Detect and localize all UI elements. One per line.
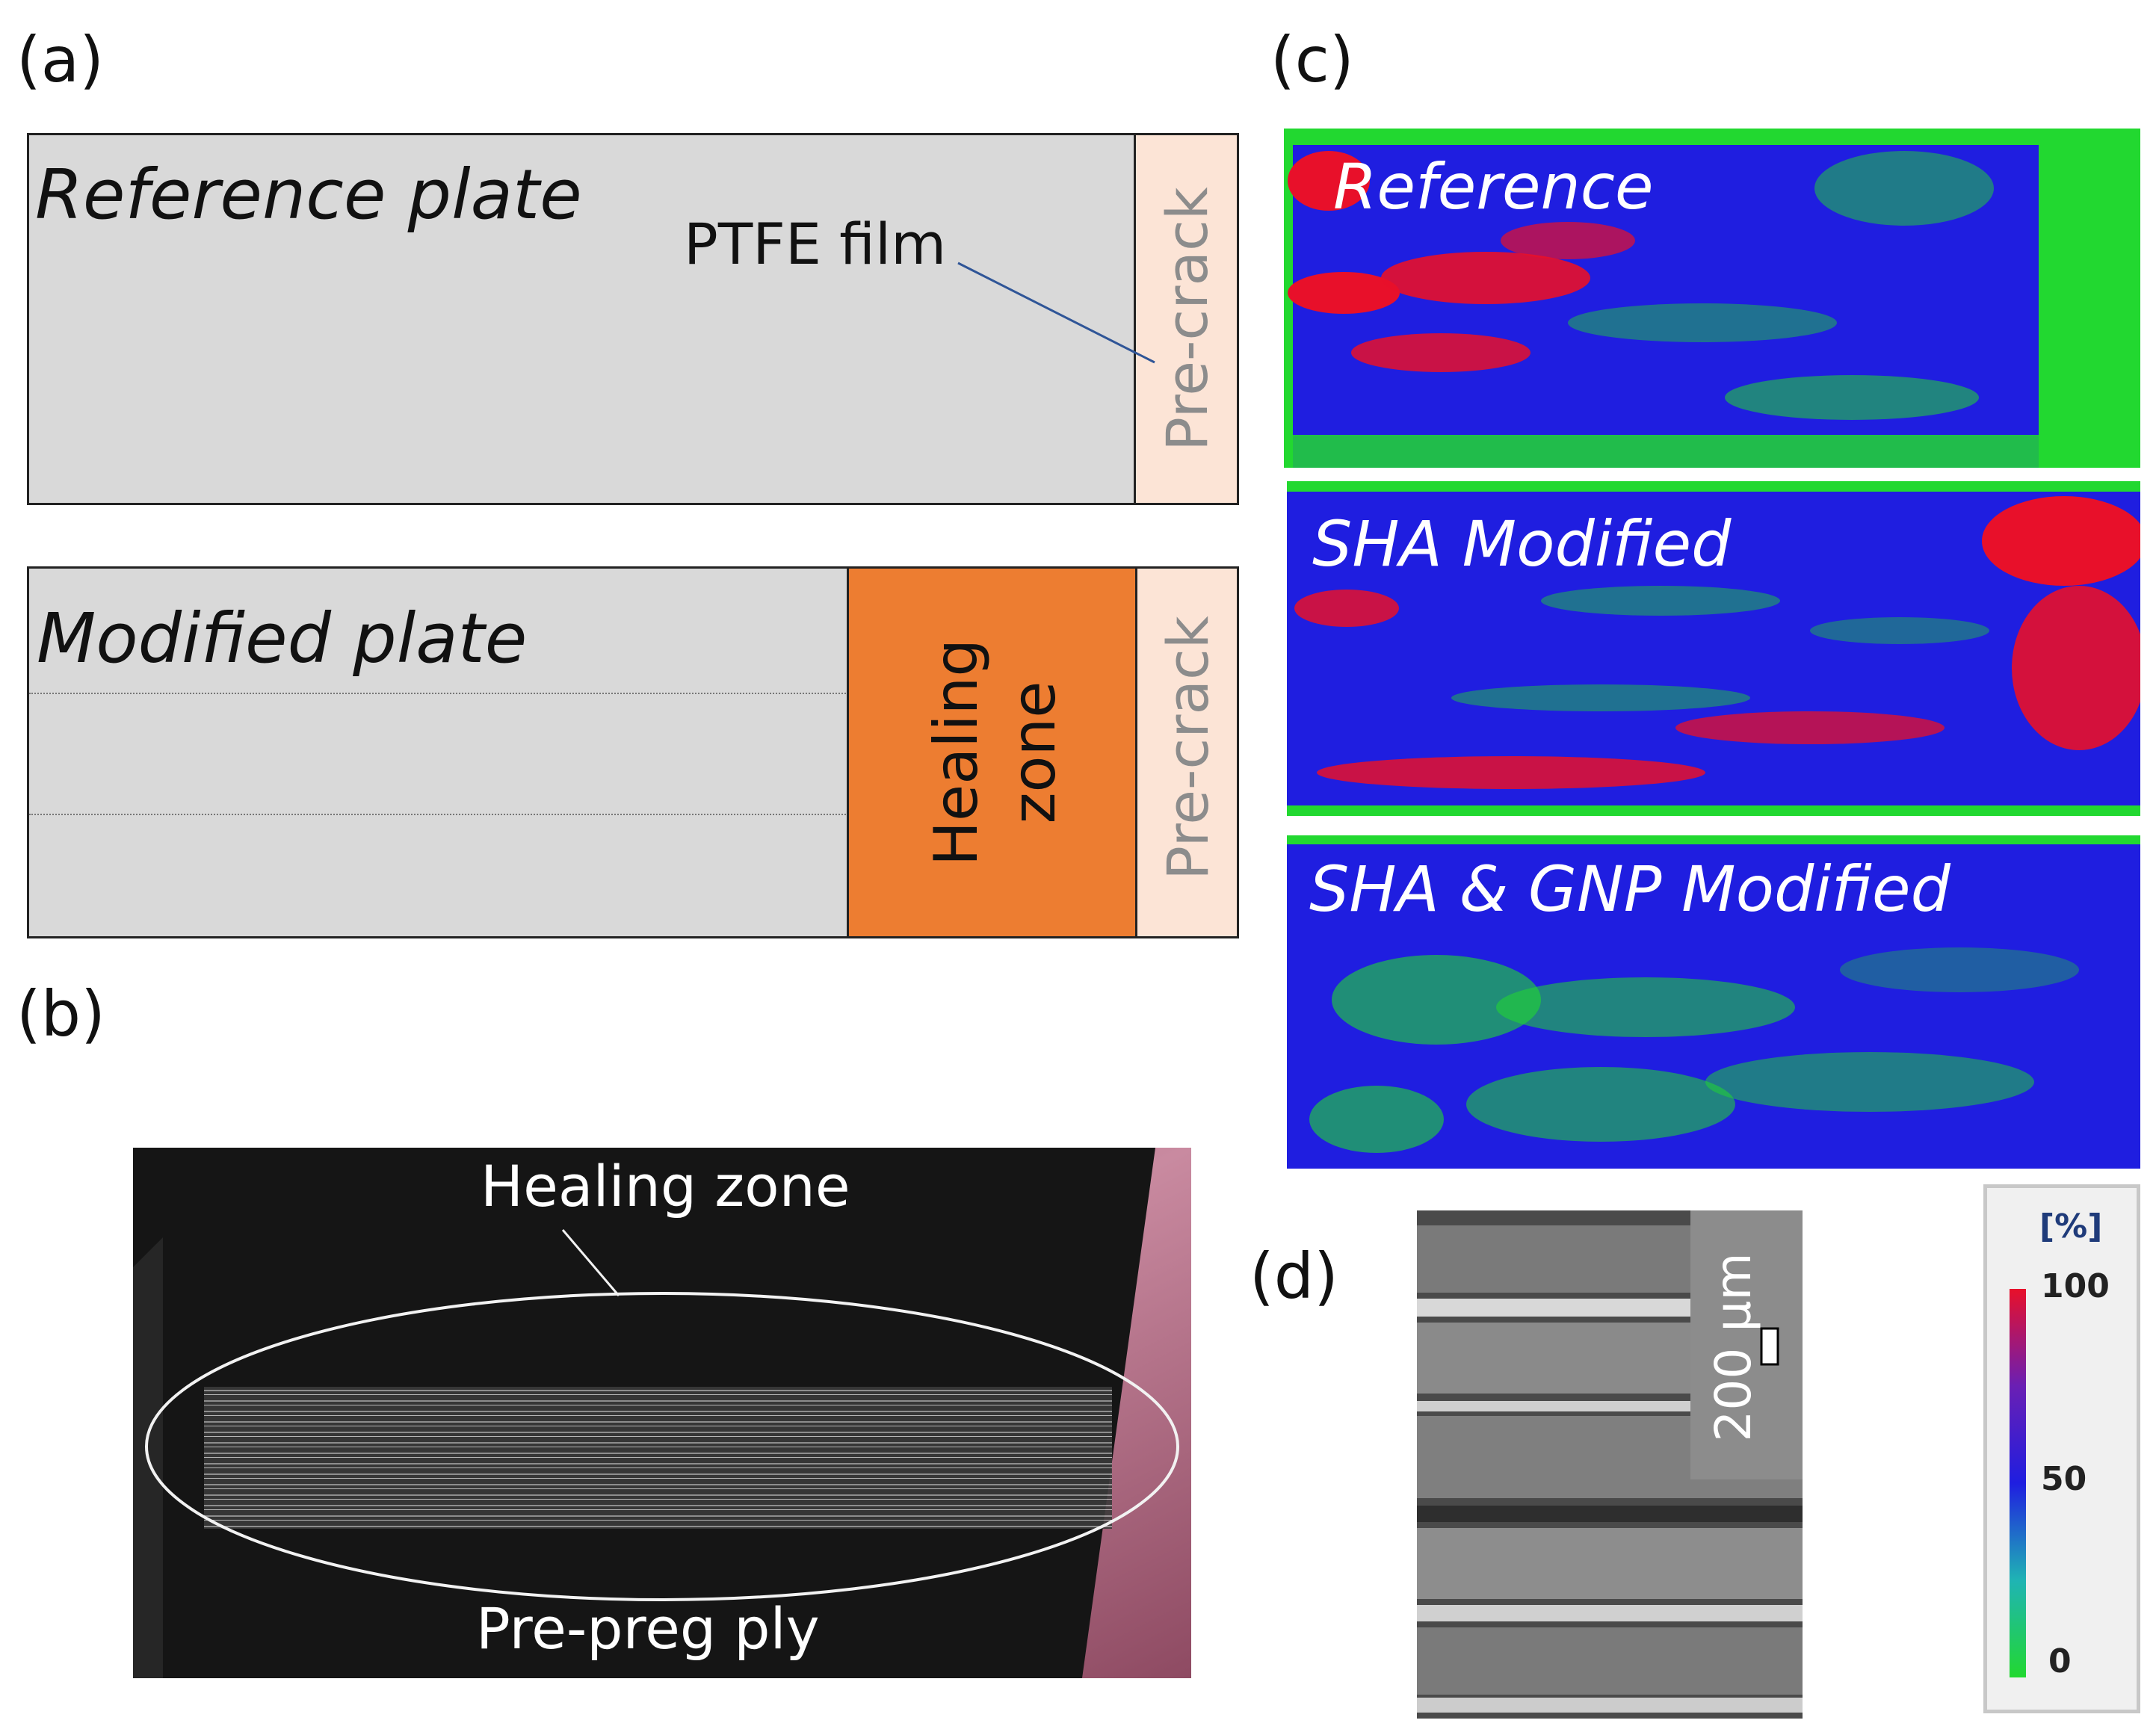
reference-precrack-region: Pre-crack [1134, 135, 1237, 503]
modified-plate: Modified plate Healing zone Pre-crack [27, 566, 1239, 938]
panel-b-letter: (b) [16, 977, 105, 1051]
modified-precrack-region: Pre-crack [1135, 569, 1237, 936]
scale-bar-label: 200 µm [1705, 1252, 1762, 1442]
dotted-guide-upper [29, 693, 1237, 694]
colorbar-gradient [2010, 1289, 2026, 1677]
healing-zone-label-line2: zone [999, 681, 1069, 824]
colorbar-tick-100: 100 [2041, 1267, 2110, 1305]
colorbar-tick-50: 50 [2041, 1460, 2087, 1498]
c-scan-map-reference: Reference [1284, 129, 2140, 468]
modified-plate-title: Modified plate [37, 599, 528, 678]
c-scan-map-sha-modified-label: SHA Modified [1312, 507, 1732, 581]
panel-c-letter: (c) [1270, 23, 1354, 96]
colorbar-tick-0: 0 [2048, 1642, 2072, 1680]
modified-precrack-label: Pre-crack [1155, 616, 1221, 880]
c-scan-map-sha-gnp-modified-label: SHA & GNP Modified [1309, 853, 1950, 926]
micrograph-image [1417, 1210, 1803, 1719]
prepreg-ply-photo-label: Pre-preg ply [476, 1595, 820, 1662]
reference-plate-title: Reference plate [35, 155, 582, 235]
healing-zone-label-line1: Healing [921, 638, 991, 867]
healing-zone-region: Healing zone [847, 569, 1135, 936]
healing-zone-photo [133, 1148, 1191, 1678]
c-scan-map-sha-gnp-modified: SHA & GNP Modified [1287, 835, 2140, 1169]
colorbar-unit: [%] [2039, 1207, 2103, 1246]
c-scan-map-sha-modified: SHA Modified [1287, 481, 2140, 816]
c-scan-map-reference-label: Reference [1333, 150, 1654, 223]
dotted-guide-lower [29, 814, 1237, 815]
colorbar-legend: [%] 100 50 0 [1983, 1184, 2140, 1713]
healing-zone-photo-label: Healing zone [481, 1153, 850, 1219]
panel-a-letter: (a) [16, 23, 105, 96]
reference-plate: Reference plate PTFE film Pre-crack [27, 133, 1239, 505]
ptfe-film-label: PTFE film [684, 211, 947, 277]
panel-d-letter: (d) [1250, 1240, 1338, 1313]
